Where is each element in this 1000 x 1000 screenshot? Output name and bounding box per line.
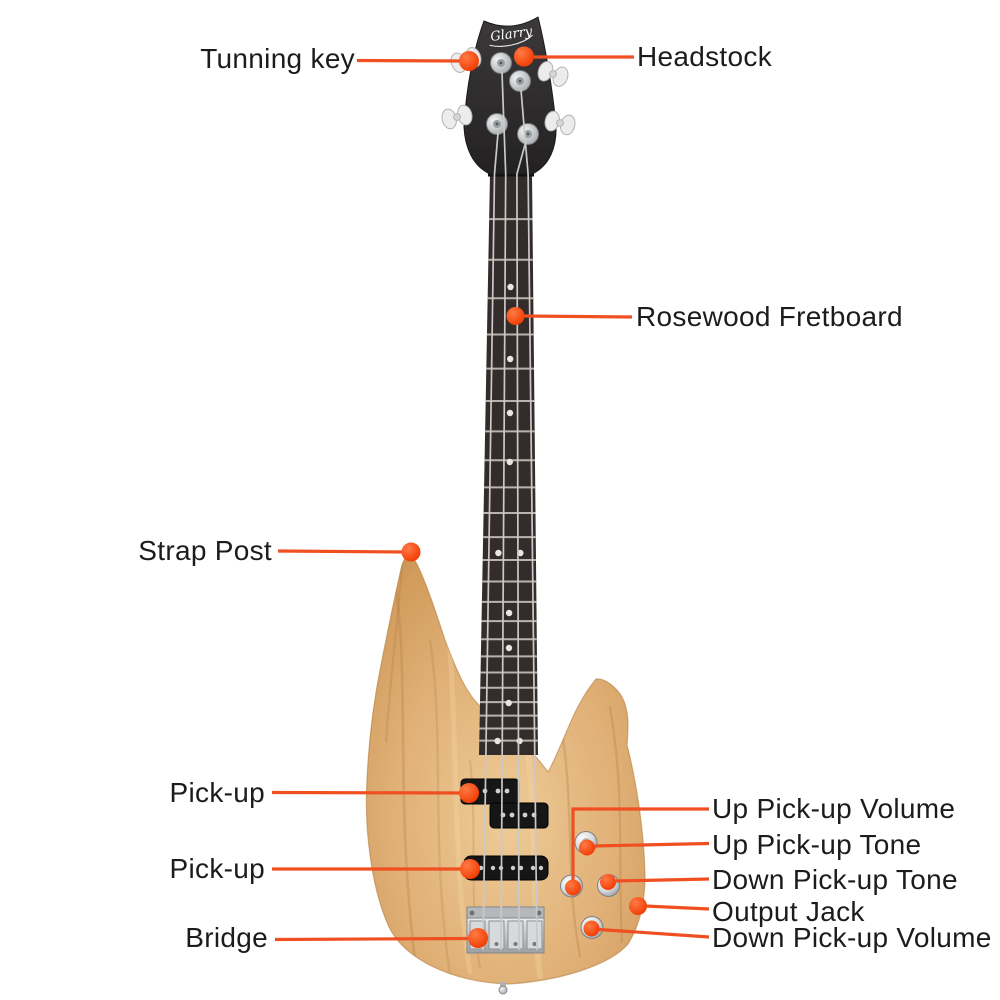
callout-line-rosewood-fretboard xyxy=(522,314,633,319)
callout-line-output-jack xyxy=(644,904,710,911)
brand-logo: Glarry xyxy=(489,24,534,47)
label-pickup-down: Pick-up xyxy=(169,853,265,884)
callout-dot-bridge xyxy=(468,928,488,948)
label-up-pickup-volume: Up Pick-up Volume xyxy=(712,793,956,824)
label-up-pickup-tone: Up Pick-up Tone xyxy=(712,829,922,860)
label-pickup-up: Pick-up xyxy=(169,777,265,808)
callout-line-up-pickup-volume xyxy=(571,807,709,884)
tuner-gears xyxy=(486,52,539,145)
label-output-jack: Output Jack xyxy=(712,896,865,927)
callout-dot-down-pickup-tone xyxy=(600,874,616,890)
tuning-key-wing xyxy=(441,104,473,130)
label-headstock: Headstock xyxy=(637,41,772,72)
callout-line-strap-post xyxy=(277,549,405,554)
callout-dot-rosewood-fretboard xyxy=(506,307,525,325)
label-bridge: Bridge xyxy=(185,922,268,953)
callout-line-bridge xyxy=(274,936,472,942)
callout-line-up-pickup-tone xyxy=(593,841,710,848)
callout-dot-strap-post xyxy=(401,542,421,562)
brand-logo-text: Glarry xyxy=(489,24,533,45)
label-rosewood-fretboard: Rosewood Fretboard xyxy=(636,301,903,332)
bottom-strap-pin xyxy=(498,982,508,995)
label-tuning-key: Tunning key xyxy=(200,43,355,74)
callout-dot-pickup-down xyxy=(460,859,480,879)
strings xyxy=(482,71,538,951)
headstock: Glarry xyxy=(441,16,576,175)
callout-dot-headstock xyxy=(514,46,534,67)
frets xyxy=(479,218,538,742)
callouts xyxy=(271,46,710,948)
callout-dot-down-pickup-volume xyxy=(583,920,600,937)
label-down-pickup-tone: Down Pick-up Tone xyxy=(712,864,958,895)
callout-dot-up-pickup-volume xyxy=(565,879,581,896)
tuning-key-wing xyxy=(544,110,576,136)
callout-line-down-pickup-tone xyxy=(615,877,710,883)
callout-dot-up-pickup-tone xyxy=(579,839,595,856)
callout-dot-tuning-key xyxy=(459,51,479,71)
tuning-key-wing xyxy=(537,61,569,87)
callout-dot-output-jack xyxy=(629,897,647,915)
callout-line-down-pickup-volume xyxy=(598,927,710,939)
label-down-pickup-volume: Down Pick-up Volume xyxy=(712,922,992,953)
callout-line-tuning-key xyxy=(356,58,463,63)
callout-line-pickup-up xyxy=(271,790,463,795)
label-strap-post: Strap Post xyxy=(138,535,272,566)
callout-dot-pickup-up xyxy=(459,783,479,803)
